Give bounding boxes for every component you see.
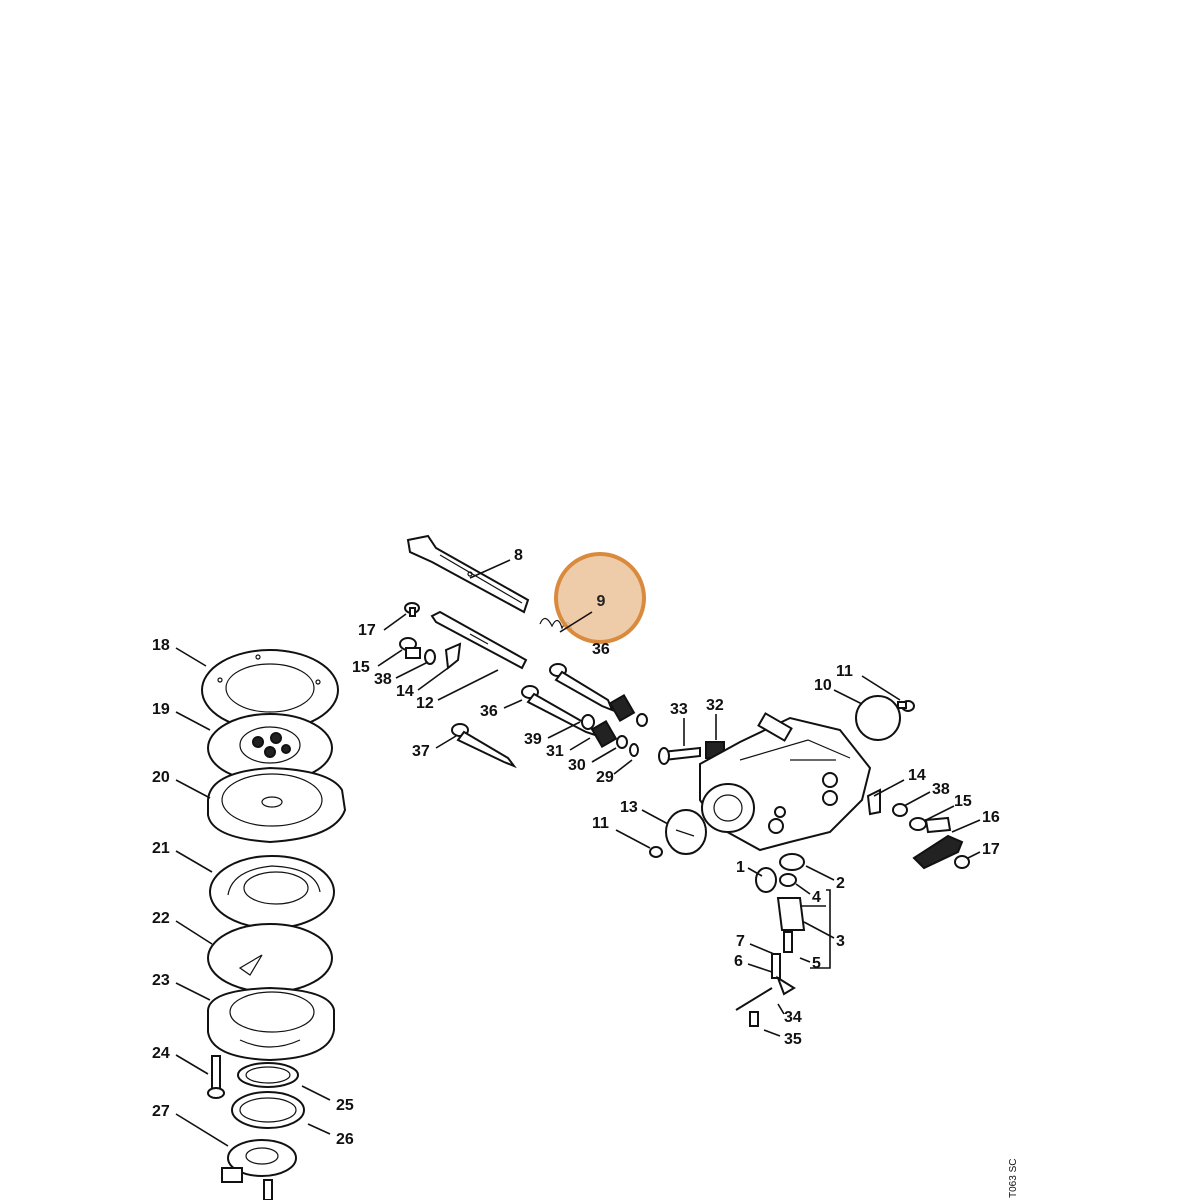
callout-10: 10 <box>814 677 832 694</box>
valve-13 <box>665 809 707 855</box>
right-lever-parts <box>866 788 970 870</box>
callout-21: 21 <box>152 840 170 857</box>
callout-35: 35 <box>784 1031 802 1048</box>
screw-11-top <box>897 700 915 712</box>
callout-34: 34 <box>784 1009 802 1026</box>
highlight-marker-9[interactable]: 9 <box>554 552 646 644</box>
leader-lines <box>175 559 981 1147</box>
callout-33: 33 <box>670 701 688 718</box>
callout-4: 4 <box>812 889 821 906</box>
callout-23: 23 <box>152 972 170 989</box>
callout-32: 32 <box>706 697 724 714</box>
callout-15a: 15 <box>352 659 370 676</box>
callout-1: 1 <box>736 859 745 876</box>
callout-37: 37 <box>412 743 430 760</box>
screw-24 <box>207 1055 225 1099</box>
callout-15b: 15 <box>954 793 972 810</box>
screw-11-bottom <box>649 846 663 858</box>
callout-3: 3 <box>836 933 845 950</box>
callout-22: 22 <box>152 910 170 927</box>
callout-19: 19 <box>152 701 170 718</box>
end-cover-23 <box>207 986 335 1062</box>
callout-labels: 8 17 15 38 14 12 36 36 37 39 31 30 29 33… <box>152 547 1000 1148</box>
cover-27 <box>221 1139 297 1200</box>
idle-screw-33 <box>658 746 701 765</box>
callout-8: 8 <box>514 547 523 564</box>
callout-16: 16 <box>982 809 1000 826</box>
lever-14 <box>444 642 462 670</box>
callout-26: 26 <box>336 1131 354 1148</box>
metering-diaphragm-22 <box>207 923 333 993</box>
drawing-code: T063 SC <box>1008 1159 1019 1198</box>
callout-13: 13 <box>620 799 638 816</box>
callout-27: 27 <box>152 1103 170 1120</box>
springs-and-rings <box>581 693 725 759</box>
callout-24: 24 <box>152 1045 170 1062</box>
gasket-21 <box>209 855 335 929</box>
plate-10 <box>855 695 901 741</box>
callout-2: 2 <box>836 875 845 892</box>
callout-36b: 36 <box>480 703 498 720</box>
gasket-26 <box>231 1091 305 1129</box>
adjusting-screw-36-top <box>549 663 614 712</box>
gasket-18 <box>201 649 339 731</box>
callout-14a: 14 <box>396 683 414 700</box>
adjusting-screw-37 <box>451 723 517 769</box>
needle-assembly <box>735 853 806 1027</box>
pump-cover-20 <box>207 766 347 844</box>
callout-25: 25 <box>336 1097 354 1114</box>
callout-14b: 14 <box>908 767 926 784</box>
callout-17b: 17 <box>982 841 1000 858</box>
throttle-shaft-8 <box>406 534 530 614</box>
callout-38b: 38 <box>932 781 950 798</box>
callout-36a: 36 <box>592 641 610 658</box>
carburetor-body <box>699 712 872 852</box>
callout-7: 7 <box>736 933 745 950</box>
callout-29: 29 <box>596 769 614 786</box>
choke-shaft-12 <box>430 610 528 670</box>
washer-38 <box>424 649 436 665</box>
callout-39: 39 <box>524 731 542 748</box>
callout-38a: 38 <box>374 671 392 688</box>
adjusting-screw-36 <box>521 685 601 739</box>
callout-20: 20 <box>152 769 170 786</box>
callout-5: 5 <box>812 955 821 972</box>
callout-6: 6 <box>734 953 743 970</box>
strainer-25 <box>237 1062 299 1088</box>
screw-15 <box>399 637 421 659</box>
callout-11a: 11 <box>836 663 853 680</box>
callout-31: 31 <box>546 743 564 760</box>
callout-9[interactable]: 9 <box>597 593 606 610</box>
callout-17a: 17 <box>358 622 376 639</box>
callout-11b: 11 <box>592 815 609 832</box>
callout-12: 12 <box>416 695 434 712</box>
callout-30: 30 <box>568 757 586 774</box>
callout-18: 18 <box>152 637 170 654</box>
screw-17 <box>404 602 420 617</box>
